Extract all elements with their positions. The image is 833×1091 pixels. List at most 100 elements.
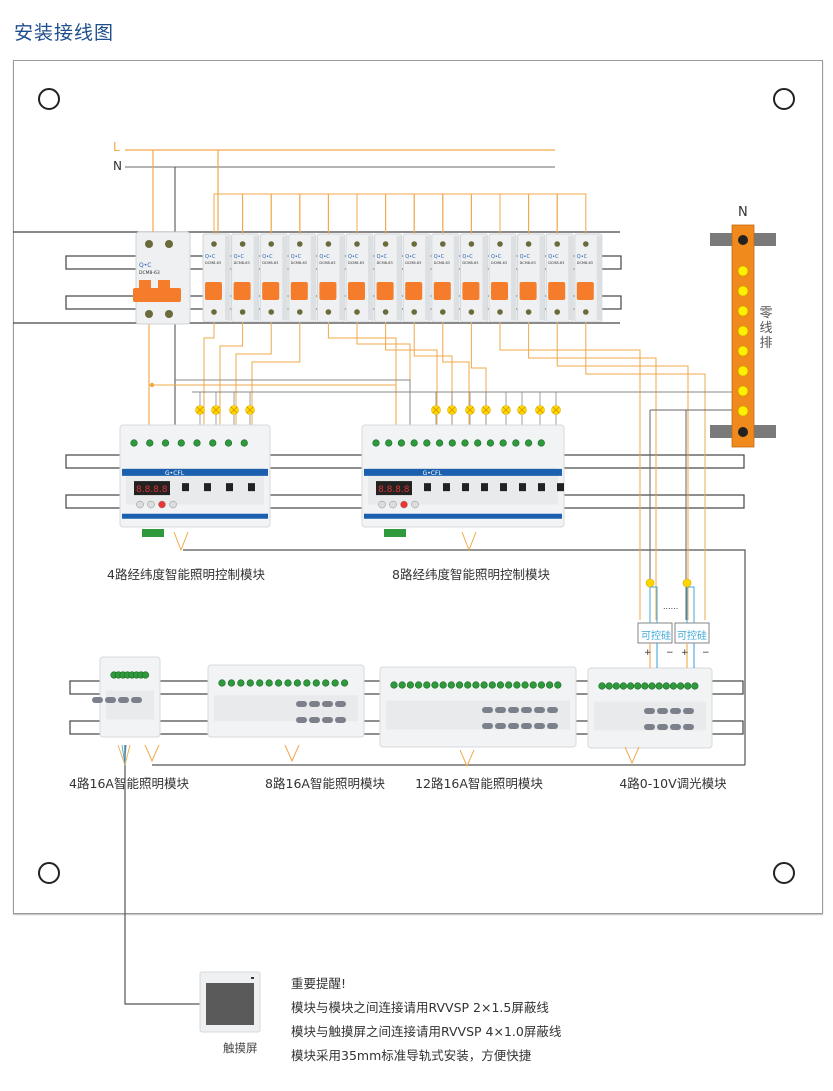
- breaker-brand: Q•C: [405, 254, 416, 260]
- live-jumper: [327, 193, 358, 234]
- breaker-model: DCM8-63: [139, 270, 160, 276]
- terminal-icon: [537, 439, 545, 447]
- terminal-icon: [268, 241, 275, 247]
- channel-button: [644, 724, 655, 730]
- terminal-icon: [410, 439, 418, 447]
- terminal-icon: [218, 679, 226, 687]
- module-label-dimmer: 4路0-10V调光模块: [619, 776, 727, 791]
- terminal-icon: [227, 679, 236, 687]
- channel-button: [670, 708, 681, 714]
- terminal-icon: [537, 681, 546, 689]
- live-jumper: [528, 193, 558, 234]
- notes-line: 模块与模块之间连接请用RVVSP 2×1.5屏蔽线: [291, 1000, 549, 1015]
- terminal-icon: [256, 679, 264, 687]
- terminal-icon: [239, 241, 246, 247]
- branch-output-wire: [585, 322, 706, 620]
- channel-button: [508, 707, 519, 713]
- terminal-icon: [505, 681, 513, 689]
- terminal-icon: [414, 681, 423, 689]
- terminal-icon: [146, 439, 154, 447]
- control-button: [389, 500, 397, 509]
- channel-switch: [248, 483, 255, 492]
- breaker-model: DCM8-63: [205, 261, 221, 265]
- terminal-icon: [209, 439, 217, 447]
- breaker-handle: [205, 282, 222, 300]
- terminal-icon: [524, 439, 533, 447]
- terminal-icon: [496, 681, 505, 689]
- lamp-icon: [682, 578, 692, 588]
- breaker-model: DCM8-63: [377, 261, 393, 265]
- live-jumper: [270, 193, 301, 234]
- live-jumper: [556, 193, 587, 234]
- scr-label-2: 可控硅: [677, 631, 707, 642]
- terminal-icon: [676, 682, 685, 690]
- breaker-brand: Q•C: [491, 254, 502, 260]
- channel-button: [92, 697, 103, 703]
- relay-module-12ch: [379, 666, 577, 748]
- module-label-8ch-16a: 8路16A智能照明模块: [265, 776, 385, 791]
- scr-ellipsis: ......: [663, 602, 679, 611]
- scr-plus-2: +: [681, 648, 689, 658]
- terminal-icon: [440, 309, 446, 315]
- mounting-hole-icon: [38, 88, 60, 110]
- terminal-icon: [411, 241, 418, 247]
- channel-button: [309, 717, 320, 723]
- module-label-8ch-astro: 8路经纬度智能照明控制模块: [392, 567, 550, 582]
- terminal-icon: [529, 681, 537, 689]
- relay-module-4ch: [92, 656, 161, 738]
- channel-button: [296, 717, 307, 723]
- breaker-model: DCM8-63: [234, 261, 250, 265]
- mounting-holes: [38, 88, 795, 884]
- channel-button: [534, 723, 545, 729]
- branch-output-wire: [203, 322, 215, 432]
- channel-switch: [500, 483, 507, 492]
- channel-button: [482, 707, 493, 713]
- terminal-icon: [161, 439, 170, 447]
- lamp-icon: [645, 578, 655, 588]
- breaker-model: DCM8-63: [291, 261, 307, 265]
- terminal-icon: [297, 309, 303, 315]
- notes-heading: 重要提醒!: [291, 976, 347, 991]
- control-button: [158, 500, 166, 509]
- live-jumper: [413, 193, 444, 234]
- breaker-brand: Q•C: [548, 254, 559, 260]
- breaker-handle: [348, 282, 365, 300]
- terminal-icon: [141, 671, 150, 679]
- terminal-icon: [382, 309, 389, 315]
- terminal-icon: [284, 679, 292, 687]
- page-title: 安装接线图: [14, 22, 115, 44]
- terminal-icon: [499, 439, 507, 447]
- channel-button: [521, 723, 532, 729]
- bus-connector-icon: [284, 744, 300, 763]
- breaker-model: DCM8-63: [548, 261, 564, 265]
- terminal-icon: [488, 681, 496, 689]
- channel-button: [118, 697, 129, 703]
- channel-button: [534, 707, 545, 713]
- breaker-handle: [290, 282, 308, 300]
- terminal-icon: [497, 309, 503, 315]
- terminal-icon: [397, 439, 406, 447]
- terminal-icon: [662, 682, 670, 690]
- breaker-model: DCM8-63: [520, 261, 536, 265]
- channel-button: [495, 707, 506, 713]
- terminal-icon: [737, 305, 749, 317]
- channel-button: [547, 723, 558, 729]
- module-brand: G•CFL: [165, 470, 185, 477]
- breaker-brand: Q•C: [291, 254, 302, 260]
- terminal-icon: [325, 241, 332, 247]
- breaker-model: DCM8-63: [462, 261, 478, 265]
- terminal-icon: [431, 681, 439, 689]
- terminal-icon: [468, 241, 475, 247]
- terminal-icon: [634, 682, 642, 690]
- scr-label-1: 可控硅: [641, 631, 671, 642]
- control-button: [136, 500, 144, 509]
- breaker-handle: [576, 282, 594, 300]
- breaker-handle: [262, 282, 280, 300]
- control-button: [169, 500, 177, 509]
